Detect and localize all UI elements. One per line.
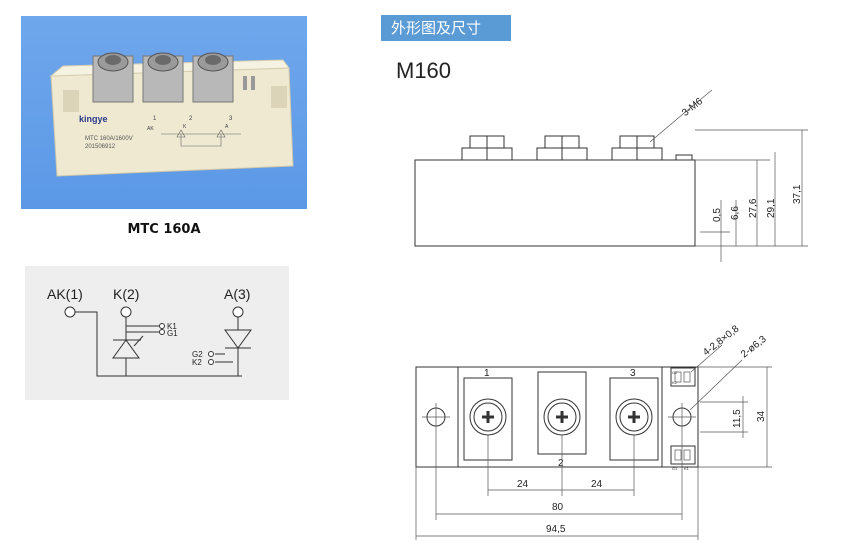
- dim-11-5: 11,5: [732, 409, 743, 428]
- terminal-number-2: 2: [558, 458, 564, 469]
- terminal-nut-1: [92, 52, 134, 103]
- k-terminal-label: K(2): [113, 286, 139, 302]
- dim-24-right: 24: [591, 479, 603, 490]
- terminal-number-3: 3: [630, 368, 636, 379]
- terminal-number-1: 1: [484, 368, 490, 379]
- g2-label: G2: [192, 350, 203, 359]
- terminal-nut-3: [192, 52, 234, 103]
- dim-29-1: 29,1: [766, 198, 777, 218]
- ak-terminal-label: AK(1): [47, 286, 83, 302]
- k2-label: K2: [192, 358, 202, 367]
- model-marking: MTC 160A/1600V: [85, 136, 133, 142]
- model-title: M160: [396, 58, 452, 83]
- section-title: 外形图及尺寸: [381, 15, 511, 41]
- thread-label: 3-M6: [680, 96, 705, 119]
- brand-marking: kingye: [79, 114, 108, 124]
- k2-tab-label: K2: [672, 380, 678, 385]
- photo-caption: MTC 160A: [127, 222, 201, 237]
- k1-tab-label: K1: [684, 466, 690, 471]
- terminal-label-2: 2: [189, 116, 193, 122]
- circuit-schematic: AK(1) K(2) A(3): [47, 286, 252, 377]
- product-photo: kingye MTC 160A/1600V 201506912 1 2 3 AK…: [21, 16, 307, 209]
- dim-34: 34: [756, 410, 767, 422]
- dim-6-6: 6,6: [730, 206, 741, 220]
- pin-label-a: A: [225, 124, 229, 130]
- terminal-label-1: 1: [153, 116, 157, 122]
- side-view: 3-M6 0,5 6,6 27,6 29,1 37,1: [414, 89, 808, 262]
- top-view: 1 2 3 G2 K2 G1 K1 4-2,8×0,8 2-ø6,3 11,5 …: [415, 323, 772, 540]
- hole-size-label: 2-ø6,3: [739, 334, 769, 361]
- terminal-nut-2: [142, 52, 184, 103]
- g2-tab-label: G2: [672, 370, 678, 375]
- dim-24-left: 24: [517, 479, 529, 490]
- dim-80: 80: [552, 502, 564, 513]
- serial-marking: 201506912: [85, 144, 116, 150]
- module-photo-drawing: kingye MTC 160A/1600V 201506912 1 2 3 AK…: [49, 52, 294, 177]
- k1-label: K1: [167, 322, 177, 331]
- pin-label-k: K: [183, 124, 187, 130]
- terminal-label-3: 3: [229, 116, 233, 122]
- dim-0-5: 0,5: [712, 208, 723, 222]
- tab-size-label: 4-2,8×0,8: [701, 323, 742, 358]
- pin-label-ak: AK: [147, 126, 154, 132]
- dim-27-6: 27,6: [748, 198, 759, 218]
- dim-94-5: 94,5: [546, 524, 566, 535]
- g1-label: G1: [167, 329, 178, 338]
- dim-37-1: 37,1: [792, 184, 803, 204]
- circuit-diagram: AK(1) K(2) A(3): [25, 266, 289, 400]
- a-terminal-label: A(3): [224, 286, 250, 302]
- g1-tab-label: G1: [672, 466, 678, 471]
